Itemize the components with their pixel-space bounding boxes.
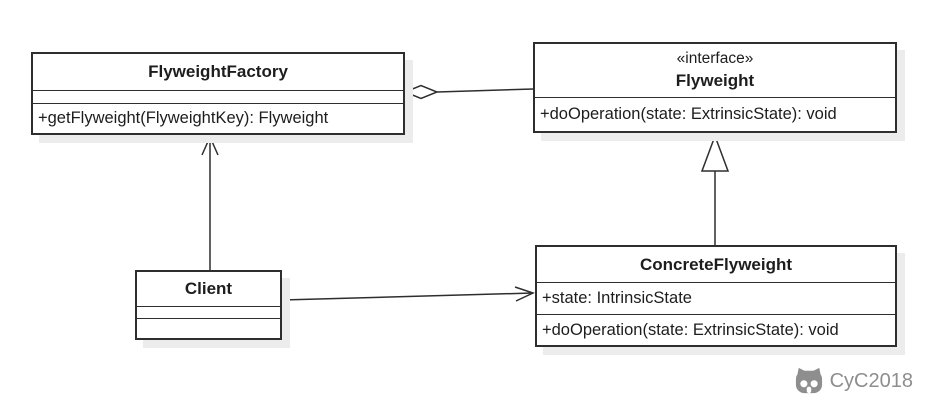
class-client: Client [135, 270, 282, 340]
attributes-compartment-empty [33, 90, 403, 103]
association-client-factory [201, 135, 219, 270]
class-flyweight-factory: FlyweightFactory +getFlyweight(Flyweight… [31, 52, 405, 135]
open-arrowhead-icon [514, 286, 536, 302]
watermark-label: CyC2018 [829, 369, 913, 392]
method-getflyweight: +getFlyweight(FlyweightKey): Flyweight [33, 103, 403, 133]
methods-compartment-empty [137, 318, 280, 338]
generalization-triangle-icon [700, 133, 730, 172]
aggregation-diamond-icon [403, 84, 439, 100]
association-client-concreteflyweight [281, 286, 536, 302]
interface-flyweight: «interface» Flyweight +doOperation(state… [533, 42, 897, 133]
class-concrete-flyweight: ConcreteFlyweight +state: IntrinsicState… [535, 245, 897, 347]
generalization-connector [700, 133, 730, 245]
aggregation-connector [403, 84, 534, 100]
class-header: «interface» Flyweight [535, 44, 895, 97]
class-name: Client [184, 279, 233, 298]
cat-face-icon [795, 367, 822, 394]
watermark: CyC2018 [794, 367, 913, 395]
class-name: FlyweightFactory [148, 62, 288, 81]
attributes-compartment-empty [137, 306, 280, 318]
class-name: ConcreteFlyweight [639, 254, 793, 274]
attribute-state: +state: IntrinsicState [537, 282, 895, 314]
class-name: Flyweight [675, 70, 755, 90]
method-dooperation: +doOperation(state: ExtrinsicState): voi… [535, 97, 895, 131]
method-dooperation: +doOperation(state: ExtrinsicState): voi… [537, 314, 895, 345]
open-arrowhead-icon [201, 135, 219, 156]
stereotype-label: «interface» [676, 50, 754, 68]
